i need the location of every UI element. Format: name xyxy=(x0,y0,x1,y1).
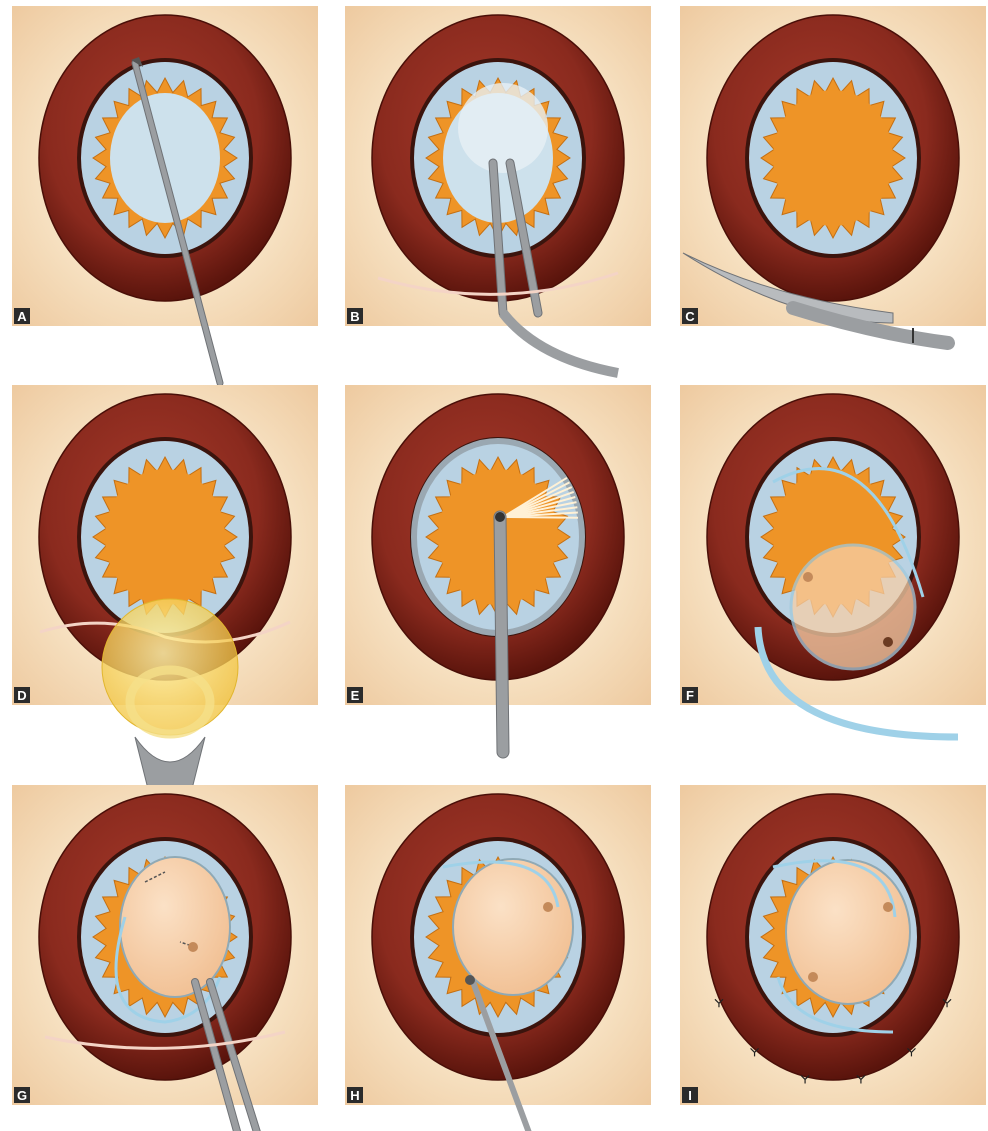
graft-disc xyxy=(786,860,910,1004)
light-ray xyxy=(503,517,578,518)
panel-label: C xyxy=(685,309,695,324)
panel-drawing xyxy=(707,794,959,1083)
panel-b: B xyxy=(345,6,651,373)
peeled-tissue xyxy=(458,83,548,173)
panel-h: H xyxy=(345,785,683,1131)
panel-c: C xyxy=(680,6,986,343)
panel-label: G xyxy=(17,1088,27,1103)
panel-label: A xyxy=(17,309,27,324)
panel-label: D xyxy=(17,688,26,703)
panel-g: G xyxy=(12,785,318,1131)
suture-knot xyxy=(808,972,818,982)
panel-drawing xyxy=(39,394,291,797)
graft-disc xyxy=(453,859,573,995)
panel-f: F xyxy=(680,385,986,737)
panel-e: E xyxy=(345,385,651,752)
suture-knot xyxy=(188,942,198,952)
suture-knot xyxy=(883,902,893,912)
panel-label: F xyxy=(686,688,694,703)
orange-center xyxy=(773,90,893,226)
panel-d: D xyxy=(12,385,318,797)
panel-drawing xyxy=(39,15,291,383)
suture-knot xyxy=(883,637,893,647)
graft-disc xyxy=(791,545,915,669)
probe-tip xyxy=(495,512,505,522)
panel-label: H xyxy=(350,1088,359,1103)
graft-disc xyxy=(120,857,230,997)
panel-label: I xyxy=(688,1088,692,1103)
suture-knot xyxy=(803,572,813,582)
orange-center xyxy=(105,469,225,605)
panel-label: E xyxy=(351,688,360,703)
panel-i: I xyxy=(680,785,986,1105)
cautery-probe xyxy=(500,517,503,752)
exposed-center xyxy=(110,93,220,223)
panel-label: B xyxy=(350,309,359,324)
suture-knot xyxy=(543,902,553,912)
panel-a: A xyxy=(12,6,318,383)
hook-tip xyxy=(465,975,475,985)
